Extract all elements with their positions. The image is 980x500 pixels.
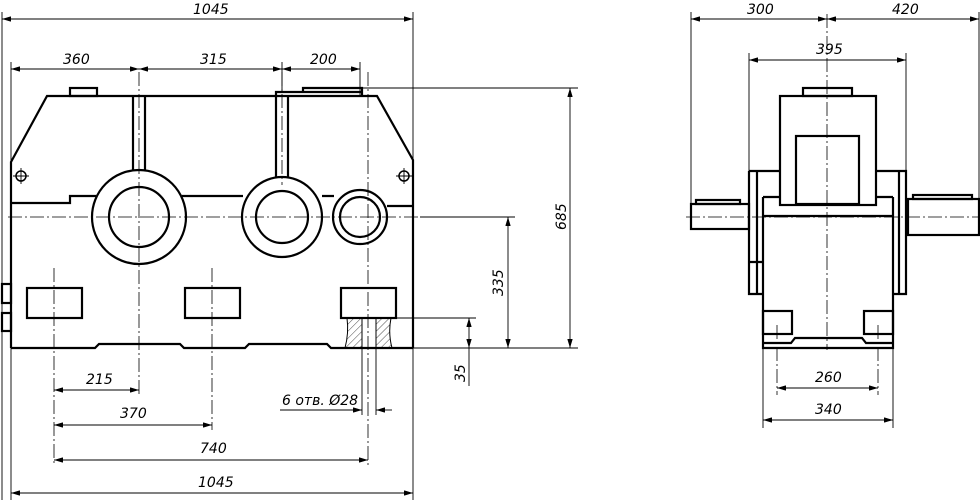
- top-boss: [801, 86, 854, 98]
- dim-1045-top: 1045: [193, 2, 229, 18]
- foot-left: [761, 309, 794, 336]
- dim-260: 260: [815, 370, 842, 386]
- foot-pad-1: [25, 286, 84, 320]
- dim-200: 200: [310, 52, 337, 68]
- dim-685: 685: [554, 203, 570, 230]
- foot-right: [862, 309, 895, 336]
- dim-315: 315: [200, 52, 227, 68]
- dim-360: 360: [63, 52, 90, 68]
- front-view: [0, 72, 420, 465]
- dim-340: 340: [815, 402, 842, 418]
- output-shaft-key: [911, 193, 974, 201]
- dim-1045-bottom: 1045: [198, 475, 234, 491]
- rib-1: [131, 96, 147, 170]
- dim-35: 35: [453, 364, 469, 382]
- input-shaft-key: [694, 198, 742, 206]
- dim-335: 335: [491, 269, 507, 296]
- bottom-profile: [11, 342, 413, 350]
- drain-tab-1: [0, 282, 13, 305]
- dim-395: 395: [816, 42, 843, 58]
- side-dimensions: 300 420 395 260 340: [690, 2, 980, 428]
- dim-740: 740: [200, 441, 227, 457]
- dim-420: 420: [892, 2, 919, 18]
- bottom-profile-side: [763, 336, 893, 345]
- flange-right: [876, 169, 908, 296]
- section-hatch-left: [344, 317, 363, 349]
- top-boss-left: [68, 86, 99, 98]
- split-line: [11, 194, 413, 208]
- holes-note: 6 отв. Ø28: [282, 393, 358, 409]
- drain-tab-2: [0, 311, 13, 333]
- dim-370: 370: [120, 406, 147, 422]
- input-shaft: [689, 202, 751, 231]
- inspection-window: [794, 134, 861, 206]
- rib-2: [274, 96, 290, 178]
- dim-215: 215: [86, 372, 113, 388]
- flange-left: [747, 169, 780, 296]
- housing-outline: [9, 94, 415, 348]
- upper-housing: [778, 94, 878, 207]
- foot-pad-2: [183, 286, 242, 320]
- foot-pad-3: [339, 286, 398, 320]
- side-view: [686, 14, 980, 395]
- section-hatch-right: [375, 317, 393, 349]
- top-boss-right: [274, 86, 364, 96]
- dim-300: 300: [747, 2, 774, 18]
- lower-housing: [761, 195, 895, 350]
- front-dimensions: 1045 360 315 200 685 335 35 215 370 740 …: [1, 2, 578, 500]
